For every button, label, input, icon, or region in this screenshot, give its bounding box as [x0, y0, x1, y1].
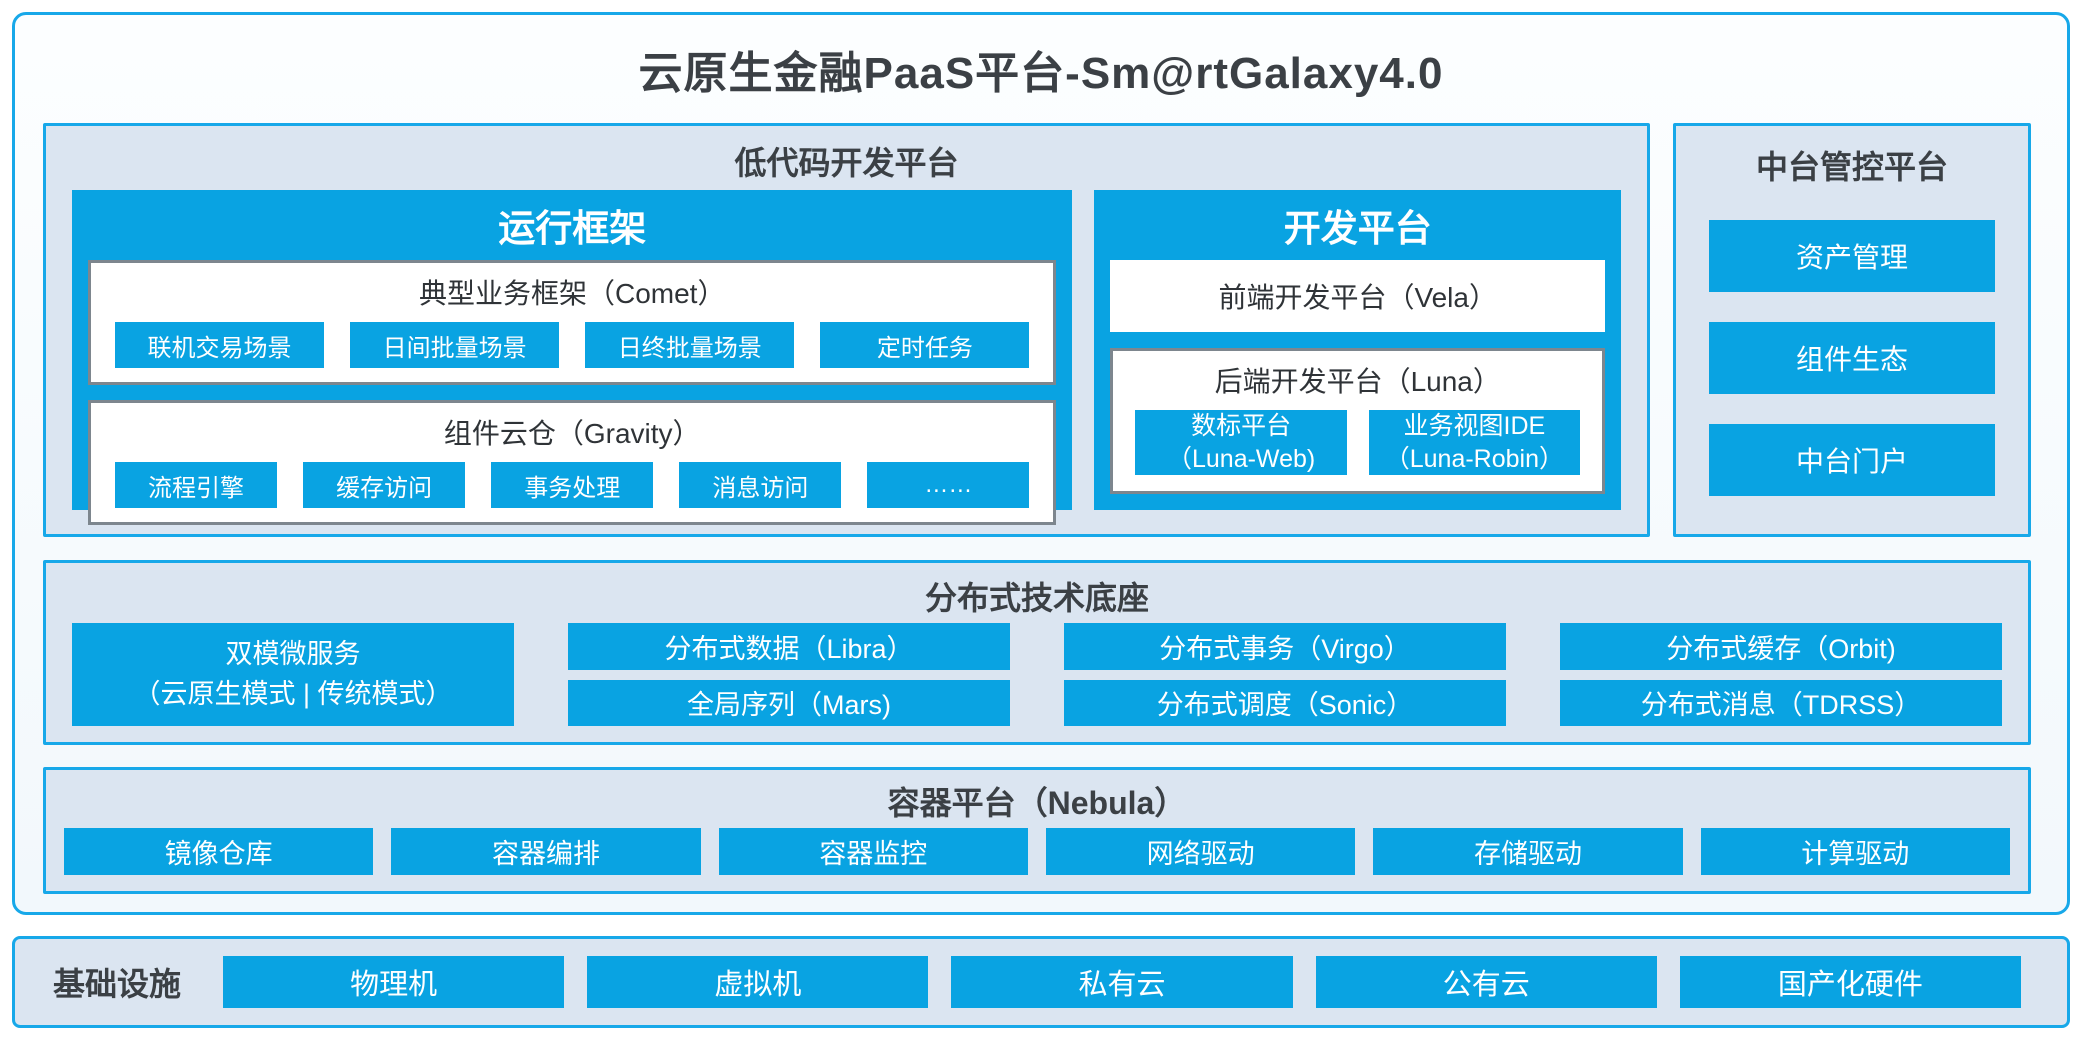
vela-box: 前端开发平台（Vela） [1110, 260, 1605, 332]
comet-node: 日间批量场景 [350, 322, 560, 368]
lowcode-platform-box: 低代码开发平台 运行框架 典型业务框架（Comet） 联机交易场景 日间批量场景… [43, 123, 1650, 537]
lowcode-platform-title: 低代码开发平台 [734, 145, 959, 181]
platform-frame: 云原生金融PaaS平台-Sm@rtGalaxy4.0 低代码开发平台 运行框架 … [12, 12, 2070, 915]
luna-web-line1: 数标平台 [1191, 412, 1292, 440]
distributed-node-mars: 全局序列（Mars) [568, 679, 1010, 726]
gravity-node: 流程引擎 [115, 462, 278, 508]
distributed-node-virgo: 分布式事务（Virgo） [1064, 623, 1506, 670]
distributed-base-box: 分布式技术底座 双模微服务 （云原生模式 | 传统模式） 分布式数据（Libra… [43, 560, 2031, 745]
infrastructure-box: 基础设施 物理机 虚拟机 私有云 公有云 国产化硬件 [12, 936, 2070, 1028]
midplatform-node: 资产管理 [1709, 220, 1995, 292]
runtime-framework-panel: 运行框架 典型业务框架（Comet） 联机交易场景 日间批量场景 日终批量场景 … [72, 190, 1073, 525]
midplatform-box: 中台管控平台 资产管理 组件生态 中台门户 [1673, 123, 2031, 537]
gravity-nodes: 流程引擎 缓存访问 事务处理 消息访问 …… [115, 462, 1030, 508]
gravity-title: 组件云仓（Gravity） [443, 418, 701, 449]
dual-mode-line2: （云原生模式 | 传统模式） [133, 678, 453, 709]
distributed-grid: 双模微服务 （云原生模式 | 传统模式） 分布式数据（Libra） 分布式事务（… [72, 623, 2002, 726]
container-platform-node: 网络驱动 [1045, 828, 1356, 875]
comet-node: 定时任务 [820, 322, 1030, 368]
container-platform-box: 容器平台（Nebula） 镜像仓库 容器编排 容器监控 网络驱动 存储驱动 计算… [43, 767, 2031, 894]
container-platform-node: 镜像仓库 [64, 828, 374, 875]
top-row: 低代码开发平台 运行框架 典型业务框架（Comet） 联机交易场景 日间批量场景… [43, 123, 2031, 537]
container-platform-node: 容器监控 [718, 828, 1028, 875]
distributed-base-title: 分布式技术底座 [924, 580, 1149, 616]
container-platform-node: 容器编排 [391, 828, 701, 875]
luna-box: 后端开发平台（Luna） 数标平台 （Luna-Web) 业务视图IDE （Lu… [1110, 348, 1605, 494]
runtime-framework-title: 运行框架 [498, 208, 647, 249]
luna-title: 后端开发平台（Luna） [1214, 366, 1501, 397]
container-platform-nodes: 镜像仓库 容器编排 容器监控 网络驱动 存储驱动 计算驱动 [64, 828, 2010, 875]
container-platform-node: 计算驱动 [1700, 828, 2010, 875]
lowcode-panels: 运行框架 典型业务框架（Comet） 联机交易场景 日间批量场景 日终批量场景 … [72, 190, 1621, 525]
midplatform-nodes: 资产管理 组件生态 中台门户 [1676, 188, 2028, 534]
midplatform-title: 中台管控平台 [1755, 149, 1948, 185]
distributed-node-libra: 分布式数据（Libra） [568, 623, 1010, 670]
page-title: 云原生金融PaaS平台-Sm@rtGalaxy4.0 [638, 49, 1444, 98]
dual-mode-line1: 双模微服务 [225, 639, 361, 670]
container-platform-title: 容器平台（Nebula） [887, 785, 1187, 821]
distributed-node-tdrss: 分布式消息（TDRSS） [1560, 679, 2002, 726]
container-platform-node: 存储驱动 [1373, 828, 1683, 875]
luna-web-line2: （Luna-Web) [1166, 444, 1316, 473]
comet-node: 日终批量场景 [585, 322, 795, 368]
infrastructure-node: 国产化硬件 [1679, 956, 2022, 1008]
luna-robin-node: 业务视图IDE （Luna-Robin） [1368, 410, 1581, 475]
infrastructure-node: 物理机 [223, 956, 565, 1008]
midplatform-node: 中台门户 [1709, 424, 1995, 496]
comet-nodes: 联机交易场景 日间批量场景 日终批量场景 定时任务 [115, 322, 1030, 368]
distributed-node-orbit: 分布式缓存（Orbit) [1560, 623, 2002, 670]
comet-node: 联机交易场景 [115, 322, 325, 368]
infrastructure-node: 虚拟机 [587, 956, 929, 1008]
comet-box: 典型业务框架（Comet） 联机交易场景 日间批量场景 日终批量场景 定时任务 [88, 260, 1057, 385]
infrastructure-title: 基础设施 [53, 966, 182, 1002]
dev-platform-title: 开发平台 [1283, 208, 1432, 249]
luna-web-node: 数标平台 （Luna-Web) [1135, 410, 1347, 475]
comet-title: 典型业务框架（Comet） [418, 278, 726, 309]
infrastructure-node: 私有云 [951, 956, 1293, 1008]
gravity-node: 事务处理 [491, 462, 654, 508]
midplatform-node: 组件生态 [1709, 322, 1995, 394]
luna-robin-line2: （Luna-Robin） [1384, 444, 1564, 473]
infrastructure-nodes: 物理机 虚拟机 私有云 公有云 国产化硬件 [223, 956, 2022, 1008]
runtime-framework-body: 典型业务框架（Comet） 联机交易场景 日间批量场景 日终批量场景 定时任务 … [88, 260, 1057, 525]
gravity-node: 消息访问 [679, 462, 842, 508]
distributed-node-sonic: 分布式调度（Sonic） [1064, 679, 1506, 726]
luna-nodes: 数标平台 （Luna-Web) 业务视图IDE （Luna-Robin） [1135, 410, 1581, 475]
gravity-node: 缓存访问 [303, 462, 466, 508]
luna-robin-line1: 业务视图IDE [1403, 412, 1546, 440]
dev-platform-panel: 开发平台 前端开发平台（Vela） 后端开发平台（Luna） 数标平台 （Lun… [1094, 190, 1621, 510]
dual-mode-microservice-node: 双模微服务 （云原生模式 | 传统模式） [72, 623, 514, 726]
gravity-box: 组件云仓（Gravity） 流程引擎 缓存访问 事务处理 消息访问 …… [88, 400, 1057, 525]
infrastructure-node: 公有云 [1315, 956, 1657, 1008]
gravity-node: …… [867, 462, 1030, 508]
